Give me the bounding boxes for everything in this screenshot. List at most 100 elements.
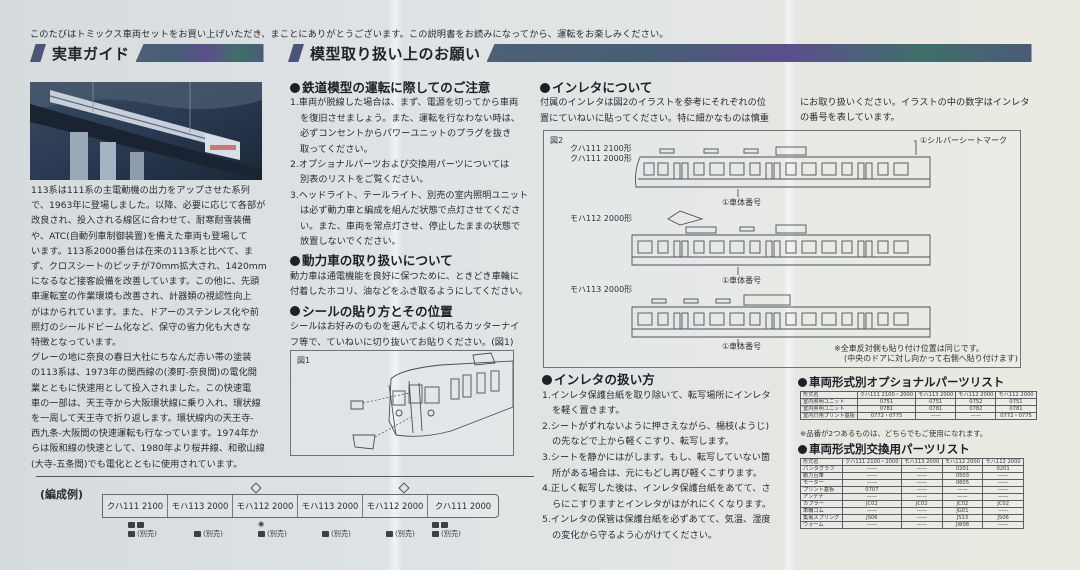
body-line: シールはお好みのものを選んでよく切れるカッターナイ bbox=[290, 321, 520, 333]
formation-cars: クハ111 2100 モハ113 2000 モハ112 2000 モハ113 2… bbox=[102, 494, 499, 518]
guide-line: らは阪和線の快速として、1980年より桜井線、和歌山線 bbox=[31, 443, 265, 455]
cell: 0781 bbox=[995, 405, 1037, 413]
column-header: モハ112 2000 bbox=[995, 391, 1037, 399]
guide-line: 特徴となっています。 bbox=[31, 337, 122, 349]
cell: —— bbox=[841, 479, 902, 487]
guide-line: ず、クロスシートのピッチが70mm拡大され、1420mm bbox=[31, 261, 267, 273]
figure-2: 図2 クハ111 2100形 クハ111 2000形 モハ112 2000形 モ… bbox=[543, 130, 1021, 368]
divider bbox=[36, 476, 534, 477]
cell: —— bbox=[900, 479, 943, 487]
cell: 0201 bbox=[941, 465, 984, 473]
caution-line: 放置しないでください。 bbox=[300, 236, 401, 248]
cell: 0781 bbox=[915, 405, 957, 413]
guide-text: 113系は111系の主電動機の出力をアップさせた系列 で、1963年に登場しまし… bbox=[31, 183, 267, 472]
cell: 0201 bbox=[982, 465, 1024, 473]
usage-line: を軽く置きます。 bbox=[552, 405, 625, 417]
caution-line: は必ず動力車と編成を組んだ状態で点灯させてくださ bbox=[300, 205, 521, 217]
room-light-note: (別売) bbox=[432, 529, 461, 539]
bullet-icon bbox=[290, 256, 300, 267]
cell: 0503 bbox=[941, 472, 984, 480]
section-heading-guide: 実車ガイド bbox=[30, 42, 264, 64]
caution-line: 3.ヘッドライト、テールライト、別売の室内照明ユニット bbox=[290, 189, 529, 201]
cell: 0772・0775 bbox=[995, 412, 1037, 420]
room-light-icon bbox=[432, 531, 439, 537]
cell: JW08 bbox=[941, 521, 984, 529]
cell: —— bbox=[982, 507, 1024, 515]
column-header: クハ111 2100・2000 bbox=[841, 458, 902, 466]
body-line: にお取り扱いください。イラストの中の数字はインレタ bbox=[800, 97, 1030, 108]
caution-line: 2.オプショナルパーツおよび交換用パーツについては bbox=[290, 159, 510, 171]
room-light-icon bbox=[128, 531, 135, 537]
usage-line: の先などで上から軽くこすり、転写します。 bbox=[552, 436, 735, 448]
cell: —— bbox=[982, 472, 1024, 480]
subheading-text: 動力車の取り扱いについて bbox=[302, 253, 453, 269]
guide-line: 車運転室の作業環境も改善され、計器類の視認性向上 bbox=[31, 291, 252, 303]
cell: JS06 bbox=[982, 514, 1024, 522]
cell: JS06 bbox=[841, 514, 902, 522]
cell: カプラー bbox=[800, 500, 843, 508]
cell: 0707 bbox=[841, 486, 902, 494]
car-type-label: モハ113 2000形 bbox=[570, 285, 633, 294]
bullet-icon bbox=[542, 374, 552, 385]
inleta-text-cont: にお取り扱いください。イラストの中の数字はインレタ の番号を表しています。 bbox=[800, 95, 1030, 126]
subheading-text: 鉄道模型の運転に際してのご注意 bbox=[302, 80, 491, 95]
bullet-icon bbox=[798, 377, 807, 387]
guide-line: 車の一部は、天王寺から大阪環状線に乗り入れ、環状線 bbox=[31, 397, 261, 409]
heading-bar bbox=[135, 44, 264, 62]
cell: JC02 bbox=[982, 500, 1024, 508]
note-text: (別売) bbox=[267, 529, 287, 538]
car-type-label: クハ111 2000形 bbox=[570, 154, 632, 163]
column-header: 形式名 bbox=[800, 391, 858, 399]
heading-title: 実車ガイド bbox=[52, 44, 130, 63]
cell: —— bbox=[841, 521, 902, 529]
table-row: ウォーム————JW08—— bbox=[800, 521, 1024, 529]
headlight-taillight-icons bbox=[128, 520, 146, 529]
guide-line: います。113系2000番台は在来の113系と比べて、ま bbox=[31, 245, 254, 257]
body-line: 置にていねいに貼ってください。特に細かなものは慎重 bbox=[540, 112, 769, 124]
cell: —— bbox=[900, 465, 943, 473]
cell: JG01 bbox=[941, 507, 984, 515]
bullet-icon bbox=[798, 444, 807, 454]
subheading-seal: シールの貼り方とその位置 bbox=[290, 304, 528, 319]
table-header-row: 形式名 クハ111 2100・2000 モハ113 2000 モハ112 200… bbox=[800, 391, 1037, 399]
figure-label: 図2 bbox=[550, 136, 564, 145]
replacement-parts-heading: 車両形式別交換用パーツリスト bbox=[798, 441, 970, 457]
optional-parts-table: 形式名 クハ111 2100・2000 モハ113 2000 モハ112 200… bbox=[800, 391, 1037, 420]
room-light-icon bbox=[258, 531, 265, 537]
guide-line: や、ATC(自動列車制御装置)を備えた車両も登場して bbox=[31, 230, 248, 242]
formation-car: クハ111 2100 bbox=[103, 495, 168, 517]
body-line: 動力車は通電機能を良好に保つために、ときどき車輪に bbox=[290, 270, 520, 282]
guide-line: 照灯のシールドビーム化など、保守の省力化も大きな bbox=[31, 321, 251, 333]
headlight-taillight-icons bbox=[432, 520, 450, 529]
inleta-text: インレタについて 付属のインレタは図2のイラストを参考にそれぞれの位 置にていね… bbox=[540, 80, 769, 126]
column-header: モハ112 2000 bbox=[955, 391, 997, 399]
column-header: 形式名 bbox=[800, 458, 843, 466]
subheading-text: インレタについて bbox=[552, 80, 653, 95]
room-light-note: (別売) bbox=[386, 529, 415, 539]
caution-line: い。また、車両を常点灯させ、停止したままの状態で bbox=[300, 220, 521, 232]
silver-seat-mark-label: ①シルバーシートマーク bbox=[920, 136, 1008, 145]
heading-bar bbox=[486, 44, 1032, 62]
cell: —— bbox=[900, 521, 943, 529]
heading-text: 車両形式別オプショナルパーツリスト bbox=[809, 375, 1005, 389]
cell: 0605 bbox=[941, 479, 984, 487]
cell: —— bbox=[841, 493, 902, 501]
note-text: (別売) bbox=[441, 529, 461, 538]
guide-line: で、1963年に登場しました。以降、必要に応じて各部が bbox=[31, 200, 266, 212]
section-heading-handling: 模型取り扱い上のお願い bbox=[288, 42, 1032, 64]
room-light-note: (別売) bbox=[258, 529, 287, 539]
subheading-text: シールの貼り方とその位置 bbox=[302, 303, 453, 319]
room-light-note: (別売) bbox=[194, 529, 223, 539]
cell: —— bbox=[982, 479, 1024, 487]
body-line: の番号を表しています。 bbox=[800, 112, 900, 124]
pantograph-icon bbox=[250, 482, 262, 494]
cell: アンテナ bbox=[800, 493, 843, 501]
inleta-usage: インレタの扱い方 1.インレタ保護台紙を取り除いて、転写場所にインレタ を軽く置… bbox=[542, 372, 771, 544]
formation-car: モハ112 2000 bbox=[233, 495, 298, 517]
note-text: (別売) bbox=[203, 529, 223, 538]
cell: 0752 bbox=[955, 398, 997, 406]
figure-1: 図1 bbox=[290, 350, 514, 456]
